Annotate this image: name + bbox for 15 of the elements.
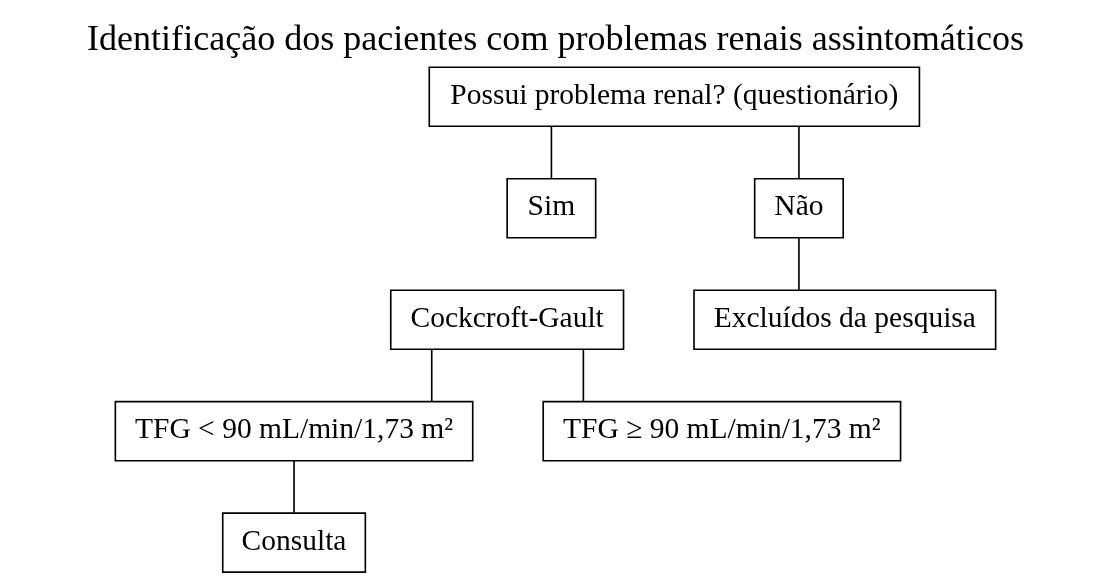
node-box: TFG ≥ 90 mL/min/1,73 m² [541, 400, 901, 462]
node-box: Não [753, 177, 844, 239]
connector [550, 125, 552, 180]
node-box: TFG < 90 mL/min/1,73 m² [114, 400, 474, 462]
connector [797, 125, 800, 180]
node-box: Sim [505, 177, 596, 239]
node-box: Excluídos da pesquisa [692, 289, 996, 351]
connector [582, 348, 584, 403]
connector [430, 348, 433, 403]
connector [797, 237, 800, 291]
node-box: Possui problema renal? (questionário) [427, 66, 920, 128]
diagram-title: Identificação dos pacientes com problemas renais assintomáticos [86, 18, 1024, 59]
node-box: Consulta [221, 512, 366, 573]
node-box: Cockcroft-Gault [389, 289, 624, 351]
connector [292, 460, 295, 514]
